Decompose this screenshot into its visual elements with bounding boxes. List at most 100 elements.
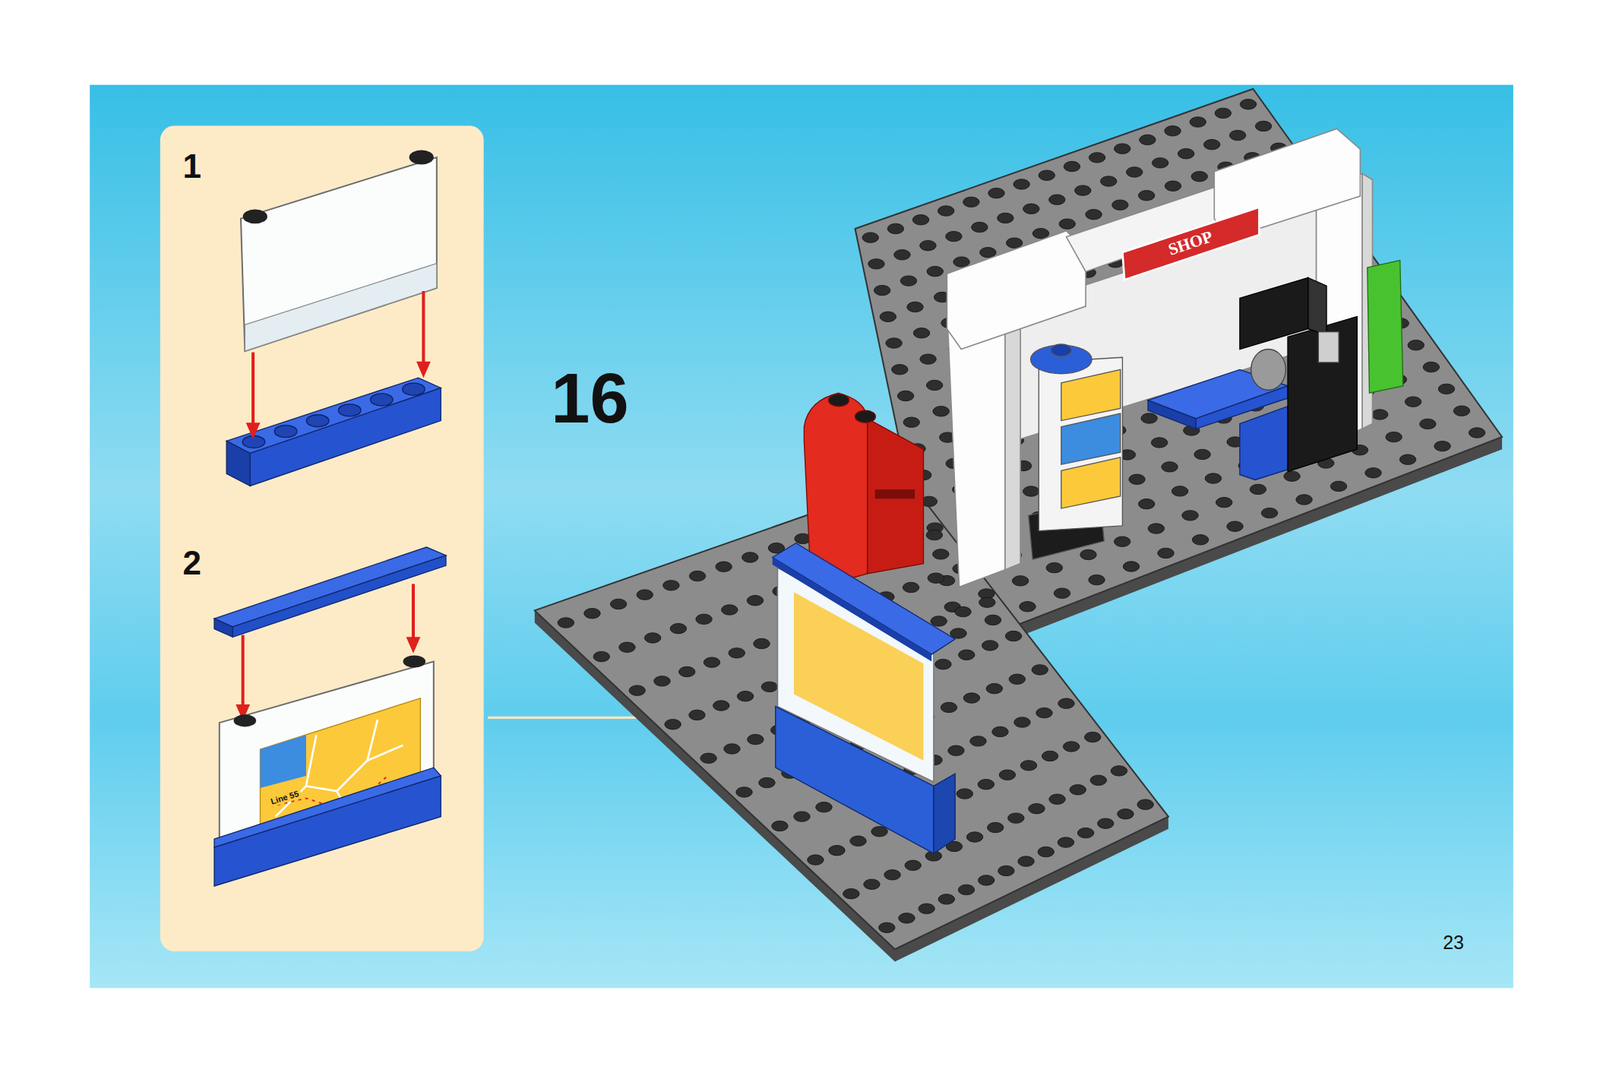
stud bbox=[1404, 396, 1421, 407]
stud bbox=[903, 417, 920, 427]
stud bbox=[1255, 120, 1272, 131]
stud bbox=[956, 788, 973, 799]
stud bbox=[1139, 134, 1156, 145]
map-stand bbox=[772, 543, 955, 655]
blue-tile bbox=[214, 547, 446, 637]
stud bbox=[1164, 126, 1181, 136]
stud bbox=[986, 822, 1003, 832]
stud bbox=[747, 733, 764, 744]
stud bbox=[986, 683, 1003, 693]
blue-brick bbox=[214, 767, 441, 886]
coffee-machine bbox=[1318, 332, 1339, 363]
ad-column bbox=[1038, 357, 1123, 531]
stud bbox=[1032, 227, 1049, 238]
stud bbox=[1005, 237, 1022, 248]
stud bbox=[1296, 494, 1313, 505]
stud bbox=[900, 275, 917, 286]
blue-brick bbox=[249, 388, 441, 487]
stud bbox=[1041, 750, 1058, 761]
step-number: 16 bbox=[550, 363, 629, 434]
stud bbox=[1028, 803, 1045, 813]
stud bbox=[1371, 409, 1388, 420]
stud bbox=[689, 709, 706, 720]
assembly-arrow bbox=[241, 635, 245, 709]
stud bbox=[1385, 431, 1402, 442]
stud bbox=[1122, 561, 1139, 572]
stud bbox=[753, 638, 770, 649]
page-number: 23 bbox=[1442, 932, 1465, 952]
stud bbox=[828, 844, 845, 855]
stud bbox=[1049, 793, 1066, 804]
stud bbox=[992, 726, 1009, 737]
stud bbox=[954, 606, 971, 617]
stud bbox=[1468, 427, 1485, 438]
stud bbox=[557, 617, 574, 628]
stud bbox=[1164, 180, 1181, 191]
stud bbox=[1059, 218, 1076, 229]
stud bbox=[1088, 152, 1105, 163]
stud bbox=[863, 879, 880, 889]
stud bbox=[663, 580, 680, 591]
stud bbox=[981, 640, 998, 651]
stud bbox=[887, 223, 904, 234]
assembly-arrow bbox=[421, 290, 425, 366]
stud bbox=[953, 256, 970, 267]
stud bbox=[966, 831, 983, 842]
stud bbox=[1053, 588, 1070, 598]
stud bbox=[1038, 170, 1055, 181]
stud bbox=[1161, 461, 1178, 472]
glass-panel bbox=[409, 150, 434, 165]
blue-brick bbox=[214, 767, 441, 848]
stud bbox=[654, 676, 671, 687]
stud bbox=[971, 221, 988, 232]
stud bbox=[945, 230, 962, 241]
stud bbox=[932, 406, 949, 417]
stud bbox=[1113, 536, 1130, 547]
ad-column bbox=[1061, 369, 1121, 421]
stud bbox=[1023, 203, 1040, 214]
stud bbox=[736, 787, 753, 797]
stud bbox=[1110, 765, 1127, 776]
stud bbox=[1069, 784, 1086, 795]
stud bbox=[1058, 698, 1075, 709]
stud bbox=[948, 745, 965, 756]
stud bbox=[907, 301, 924, 312]
stud bbox=[898, 913, 915, 924]
stud bbox=[984, 614, 1001, 625]
stud bbox=[1085, 209, 1102, 220]
stud bbox=[306, 414, 329, 427]
stud bbox=[1171, 486, 1188, 497]
coffee-machine bbox=[1287, 316, 1357, 472]
mailbox bbox=[855, 410, 876, 423]
stud bbox=[771, 820, 788, 831]
stud bbox=[1014, 717, 1031, 728]
stud bbox=[1057, 837, 1074, 848]
stud bbox=[1147, 523, 1164, 534]
stud bbox=[1214, 107, 1231, 118]
stud bbox=[1037, 846, 1054, 857]
stud bbox=[1075, 185, 1091, 196]
stud bbox=[932, 549, 949, 560]
stud bbox=[1080, 549, 1097, 560]
stud bbox=[1141, 413, 1158, 424]
background bbox=[89, 85, 1514, 989]
stud bbox=[1112, 199, 1129, 210]
stud bbox=[721, 604, 738, 615]
stud bbox=[902, 581, 919, 592]
stud bbox=[879, 922, 895, 933]
stud bbox=[761, 681, 778, 692]
mailbox bbox=[875, 490, 914, 499]
blue-brick bbox=[226, 440, 250, 486]
ad-column bbox=[1061, 457, 1121, 509]
stud bbox=[1419, 418, 1436, 429]
stud bbox=[913, 328, 930, 339]
stud bbox=[850, 835, 867, 846]
coffee-machine bbox=[1239, 278, 1357, 472]
stud bbox=[1117, 808, 1134, 819]
sign-text: SHOP bbox=[1163, 226, 1218, 260]
stud bbox=[807, 854, 824, 865]
stud bbox=[1422, 361, 1439, 372]
stud bbox=[879, 311, 896, 322]
stud bbox=[715, 561, 732, 572]
stud bbox=[1261, 507, 1278, 518]
